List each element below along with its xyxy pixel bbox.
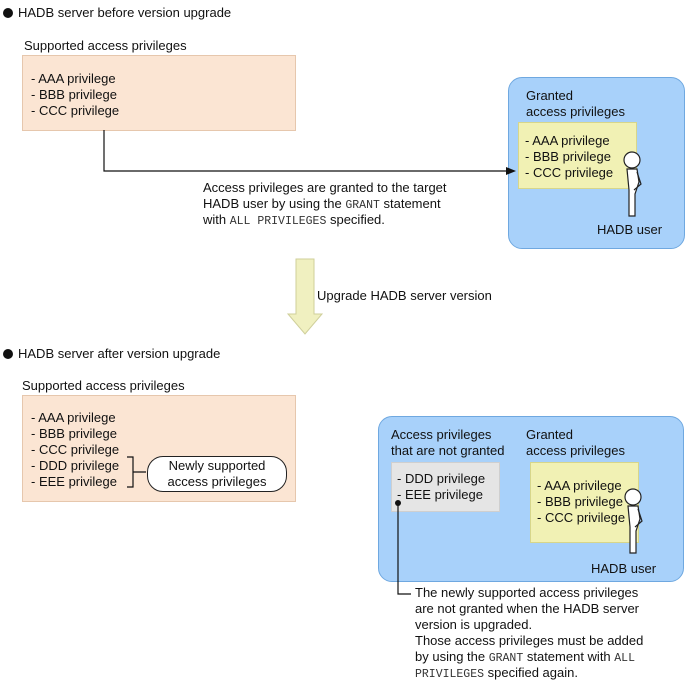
list-item: - CCC privilege xyxy=(537,510,626,525)
after-note-line-4: Those access privileges must be added xyxy=(415,633,644,648)
not-granted-title-2: that are not granted xyxy=(391,443,505,458)
code-all: ALL xyxy=(614,652,635,665)
list-item: - AAA privilege xyxy=(525,133,610,148)
newly-supported-callout: Newly supported access privileges xyxy=(147,456,287,492)
list-item: - CCC privilege xyxy=(31,442,120,457)
newly-supported-bracket xyxy=(127,456,146,488)
arrowhead-icon xyxy=(506,167,516,175)
after-granted-list: - AAA privilege - BBB privilege - CCC pr… xyxy=(537,478,625,526)
after-supported-box: - AAA privilege - BBB privilege - CCC pr… xyxy=(22,395,296,502)
grant-connector xyxy=(103,130,506,172)
user-figure-icon xyxy=(623,151,642,217)
user-figure-icon xyxy=(624,488,643,554)
after-note-line-5: by using the GRANT statement with ALL xyxy=(415,649,635,665)
bullet-icon xyxy=(3,349,13,359)
list-item: - AAA privilege xyxy=(31,410,116,425)
before-user-label: HADB user xyxy=(597,222,663,237)
not-granted-title-1: Access privileges xyxy=(391,427,492,442)
after-supported-title: Supported access privileges xyxy=(22,378,185,393)
after-granted-title-2: access privileges xyxy=(526,443,625,458)
before-note-line-3: with ALL PRIVILEGES specified. xyxy=(203,212,385,228)
before-user-panel: Granted access privileges - AAA privileg… xyxy=(508,77,685,249)
after-user-panel: Access privileges that are not granted -… xyxy=(378,416,684,582)
before-supported-title: Supported access privileges xyxy=(24,38,187,53)
after-note-line-6: PRIVILEGES specified again. xyxy=(415,665,578,681)
code-grant: GRANT xyxy=(345,199,380,212)
list-item: - AAA privilege xyxy=(537,478,622,493)
before-note-line-1: Access privileges are granted to the tar… xyxy=(203,180,447,195)
list-item: - BBB privilege xyxy=(537,494,623,509)
not-granted-box: - DDD privilege - EEE privilege xyxy=(391,462,500,512)
before-granted-list: - AAA privilege - BBB privilege - CCC pr… xyxy=(525,133,613,181)
after-granted-box: - AAA privilege - BBB privilege - CCC pr… xyxy=(530,462,639,543)
after-note-line-3: version is upgraded. xyxy=(415,617,533,632)
list-item: - AAA privilege xyxy=(31,71,116,86)
list-item: - DDD privilege xyxy=(397,471,486,486)
after-supported-list: - AAA privilege - BBB privilege - CCC pr… xyxy=(31,410,119,490)
list-item: - EEE privilege xyxy=(31,474,117,489)
upgrade-label: Upgrade HADB server version xyxy=(317,288,492,303)
before-heading: HADB server before version upgrade xyxy=(3,5,231,21)
list-item: - CCC privilege xyxy=(525,165,614,180)
before-granted-title-2: access privileges xyxy=(526,104,625,119)
code-privileges: PRIVILEGES xyxy=(415,668,485,681)
after-heading: HADB server after version upgrade xyxy=(3,346,220,362)
after-note-line-1: The newly supported access privileges xyxy=(415,585,639,600)
not-granted-list: - DDD privilege - EEE privilege xyxy=(397,471,485,503)
after-user-label: HADB user xyxy=(591,561,657,576)
list-item: - EEE privilege xyxy=(397,487,483,502)
list-item: - BBB privilege xyxy=(31,87,117,102)
upgrade-arrow xyxy=(286,258,324,335)
list-item: - BBB privilege xyxy=(31,426,117,441)
before-granted-title-1: Granted xyxy=(526,88,573,103)
code-grant: GRANT xyxy=(488,652,524,665)
before-note-line-2: HADB user by using the GRANT statement xyxy=(203,196,441,212)
list-item: - DDD privilege xyxy=(31,458,120,473)
before-supported-box: - AAA privilege - BBB privilege - CCC pr… xyxy=(22,55,296,131)
bullet-icon xyxy=(3,8,13,18)
list-item: - CCC privilege xyxy=(31,103,120,118)
before-granted-box: - AAA privilege - BBB privilege - CCC pr… xyxy=(518,122,637,189)
before-supported-list: - AAA privilege - BBB privilege - CCC pr… xyxy=(31,71,119,119)
not-granted-callout-line xyxy=(397,503,411,595)
after-note-line-2: are not granted when the HADB server xyxy=(415,601,640,616)
code-all-privileges: ALL PRIVILEGES xyxy=(229,215,327,228)
after-granted-title-1: Granted xyxy=(526,427,573,442)
list-item: - BBB privilege xyxy=(525,149,611,164)
